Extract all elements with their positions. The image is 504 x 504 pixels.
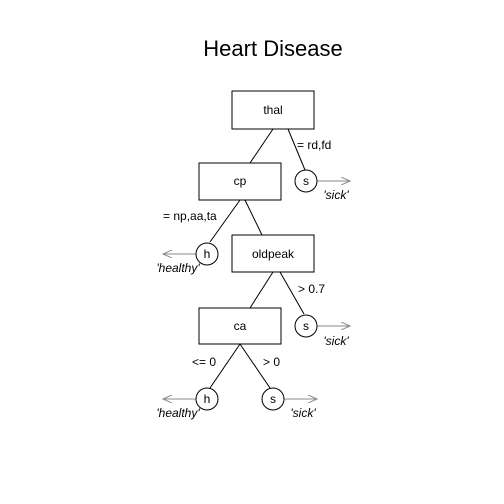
edge-ca-leaf5 xyxy=(239,343,271,389)
leaf-1-letter: s xyxy=(303,174,309,188)
leaf-3-letter: s xyxy=(303,319,309,333)
edge-label-ca-left: <= 0 xyxy=(192,355,216,369)
node-cp: cp xyxy=(198,162,282,201)
edge-cp-oldpeak xyxy=(244,199,263,236)
node-thal: thal xyxy=(231,90,315,130)
leaf-5-label: 'sick' xyxy=(290,406,316,420)
edge-thal-cp xyxy=(249,128,274,164)
edge-oldpeak-leaf3 xyxy=(279,271,305,315)
leaf-1: s 'sick' xyxy=(294,169,350,202)
leaf-4-letter: h xyxy=(204,392,211,406)
leaf-5-letter: s xyxy=(270,392,276,406)
diagram-title: Heart Disease xyxy=(203,36,342,61)
leaf-4-label: 'healthy' xyxy=(156,406,200,420)
edge-oldpeak-ca xyxy=(249,271,274,309)
leaf-2-letter: h xyxy=(204,247,211,261)
edge-label-thal-right: = rd,fd xyxy=(297,138,331,152)
node-oldpeak: oldpeak xyxy=(231,234,315,273)
node-cp-label: cp xyxy=(234,174,247,188)
edge-label-ca-right: > 0 xyxy=(263,355,280,369)
node-thal-label: thal xyxy=(263,103,282,117)
leaf-3-label: 'sick' xyxy=(323,334,349,348)
leaf-4: h 'healthy' xyxy=(156,387,219,420)
node-ca: ca xyxy=(198,307,282,345)
edge-thal-leaf1 xyxy=(287,128,306,171)
leaf-2: h 'healthy' xyxy=(156,242,219,275)
node-ca-label: ca xyxy=(234,319,247,333)
edge-cp-leaf2 xyxy=(209,199,241,243)
leaf-5: s 'sick' xyxy=(261,387,317,420)
leaf-2-label: 'healthy' xyxy=(156,261,200,275)
node-oldpeak-label: oldpeak xyxy=(252,247,295,261)
leaf-3: s 'sick' xyxy=(294,314,350,348)
edge-ca-leaf4 xyxy=(209,343,241,389)
leaf-1-label: 'sick' xyxy=(323,188,349,202)
edge-label-oldpeak-right: > 0.7 xyxy=(298,282,325,296)
edge-label-cp-left: = np,aa,ta xyxy=(163,209,217,223)
